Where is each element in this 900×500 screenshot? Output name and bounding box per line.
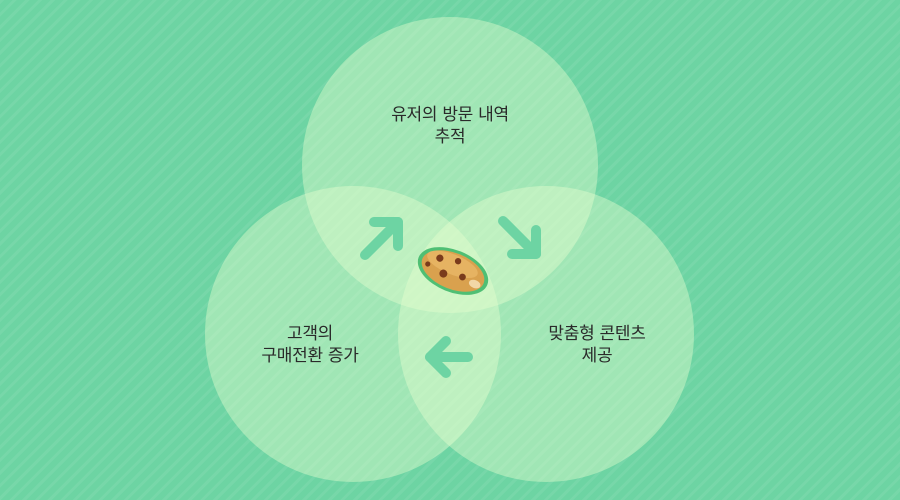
- circle-conversion: [205, 186, 501, 482]
- label-custom-content-line2: 제공: [581, 346, 613, 366]
- cookie-icon: [417, 247, 489, 295]
- circle-custom-content: [398, 186, 694, 482]
- label-conversion: 고객의 구매전환 증가: [200, 323, 420, 367]
- label-visit-tracking: 유저의 방문 내역 추적: [340, 104, 560, 148]
- label-conversion-line2: 구매전환 증가: [261, 346, 359, 366]
- arrow-left-icon: [425, 336, 473, 378]
- arrow-down-right-icon: [498, 216, 541, 259]
- label-visit-tracking-line2: 추적: [434, 127, 466, 147]
- label-conversion-line1: 고객의: [286, 324, 334, 344]
- label-custom-content-line1: 맞춤형 콘텐츠: [548, 324, 646, 344]
- label-custom-content: 맞춤형 콘텐츠 제공: [487, 323, 707, 367]
- label-visit-tracking-line1: 유저의 방문 내역: [391, 105, 509, 125]
- arrow-up-right-icon: [360, 217, 403, 260]
